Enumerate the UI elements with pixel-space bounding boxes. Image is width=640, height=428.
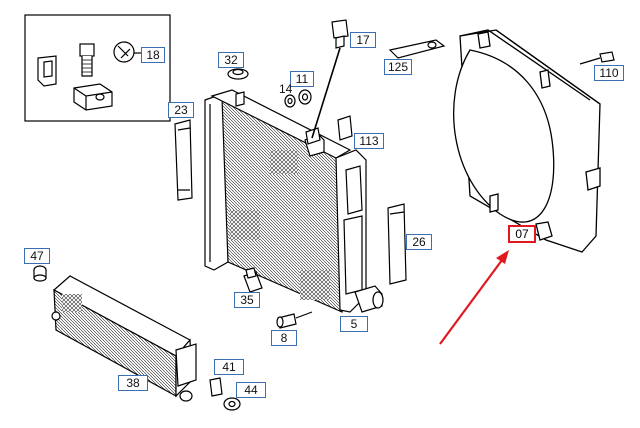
hose-26 — [387, 203, 407, 285]
nut-44 — [223, 397, 241, 411]
oil-cooler-38 — [51, 275, 197, 402]
pin-17 — [311, 19, 349, 139]
bracket-113 — [337, 115, 353, 141]
plug-47 — [33, 265, 47, 282]
clip-41 — [209, 377, 223, 397]
callout-110[interactable]: 110 — [594, 65, 624, 81]
callout-8[interactable]: 8 — [271, 330, 297, 346]
callout-38[interactable]: 38 — [118, 375, 148, 391]
fan-shroud — [453, 29, 601, 253]
callout-32[interactable]: 32 — [218, 52, 244, 68]
callout-44[interactable]: 44 — [236, 382, 266, 398]
callout-35[interactable]: 35 — [234, 292, 260, 308]
callout-41[interactable]: 41 — [214, 359, 244, 375]
bracket-35 — [243, 267, 263, 293]
label-14[interactable]: 14 — [279, 82, 293, 96]
callout-5[interactable]: 5 — [340, 316, 368, 332]
callout-47[interactable]: 47 — [24, 248, 50, 264]
highlight-arrow — [439, 250, 509, 345]
screw-110 — [579, 51, 615, 65]
washers-11-14 — [284, 89, 312, 108]
callout-113[interactable]: 113 — [354, 133, 384, 149]
callout-11[interactable]: 11 — [290, 71, 314, 87]
radiator — [204, 89, 384, 313]
callout-125[interactable]: 125 — [384, 59, 412, 75]
inset-box — [24, 14, 171, 122]
clip-125 — [388, 39, 446, 59]
callout-26[interactable]: 26 — [406, 234, 432, 250]
grommet-32 — [227, 68, 249, 80]
callout-23[interactable]: 23 — [168, 102, 194, 118]
drain-plug-8 — [276, 311, 313, 329]
callout-07-highlighted[interactable]: 07 — [508, 225, 536, 243]
callout-18[interactable]: 18 — [141, 47, 165, 63]
hose-23 — [174, 119, 193, 201]
callout-17[interactable]: 17 — [350, 32, 376, 48]
